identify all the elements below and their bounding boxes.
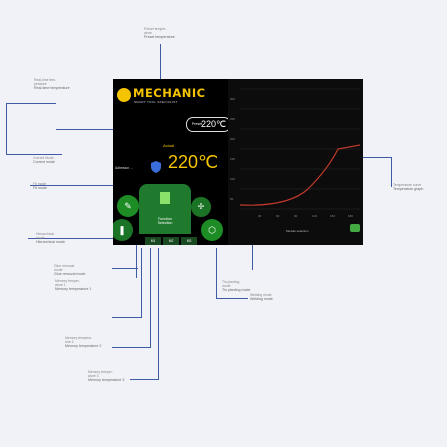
callout-title: Memory tempera- ture 2 xyxy=(65,336,92,344)
callout-subtitle: Memory temperature 2 xyxy=(65,343,102,348)
function-selection-icon xyxy=(160,192,170,204)
graph-hint: Module selection xyxy=(286,229,309,233)
callout-title: Hierarchical mode xyxy=(36,232,54,240)
actual-label: Actual xyxy=(163,143,175,148)
callout-subtitle: Welding mode xyxy=(250,296,273,301)
tin-planting-mode-button[interactable]: ⬡ xyxy=(201,219,223,241)
y-tick: 300 xyxy=(230,97,236,101)
callout-subtitle: Glue removal mode xyxy=(54,271,86,276)
callout-title: Preset temper- ature xyxy=(144,27,167,35)
callout-subtitle: Temperature graph xyxy=(393,186,424,191)
callout-title: Glue removal mode xyxy=(54,264,75,272)
callout-title: Current Mode xyxy=(33,156,54,160)
callout-title: Temperature curve xyxy=(393,183,422,187)
callout-title: Memory temper- ature 3 xyxy=(88,370,113,378)
callout-subtitle: Memory temperature 3 xyxy=(88,377,125,382)
temperature-curve-plot xyxy=(239,88,361,210)
brand-logo: MECHANIC SMART TOOL SPECIALIST xyxy=(117,85,227,109)
y-tick: 200 xyxy=(230,137,236,141)
temperature-graph: 300 250 200 150 100 50 30 60 90 120 150 … xyxy=(228,79,363,245)
mechanic-logo-icon xyxy=(117,88,131,102)
callout-title: Real-time tem- perature xyxy=(34,78,57,86)
x-tick: 90 xyxy=(294,214,298,218)
callout-title: Tin planting mode xyxy=(222,280,240,288)
function-selection-label: Function Selection xyxy=(157,217,173,226)
callout-subtitle: Current mode xyxy=(33,159,55,164)
preset-value: 220℃ xyxy=(201,119,227,129)
callout-subtitle: Fit mode xyxy=(33,185,47,190)
preset-label: Preset xyxy=(192,122,203,126)
callout-tin-planting-mode: Tin planting mode Tin planting mode xyxy=(222,280,251,293)
memory-button-m3[interactable]: M3 xyxy=(181,237,197,245)
callout-title: Memory temper- ature 1 xyxy=(55,279,80,287)
callout-memory-temperature-3: Memory temper- ature 3 Memory temperatur… xyxy=(88,370,125,383)
x-tick: 60 xyxy=(276,214,280,218)
actual-temperature-value: 220℃ xyxy=(168,152,219,172)
callout-glue-removal-mode: Glue removal mode Glue removal mode xyxy=(54,264,86,277)
brand-tagline: SMART TOOL SPECIALIST xyxy=(134,100,178,104)
x-tick: 150 xyxy=(330,214,336,218)
callout-welding-mode: Welding mode Welding mode xyxy=(250,293,273,302)
x-tick: 120 xyxy=(312,214,318,218)
callout-hierarchical-mode: Hierarchical mode Hierarchical mode xyxy=(36,232,65,245)
hierarchical-mode-button[interactable]: ❚ xyxy=(113,219,133,241)
device-screen: MECHANIC SMART TOOL SPECIALIST Preset 22… xyxy=(113,79,363,245)
y-tick: 50 xyxy=(230,197,234,201)
x-tick: 30 xyxy=(258,214,262,218)
function-selection-button[interactable]: Function Selection xyxy=(139,184,191,234)
mode-shield-icon xyxy=(151,160,161,173)
callout-temperature-curve: Temperature curve Temperature graph xyxy=(393,183,424,192)
callout-memory-temperature-2: Memory tempera- ture 2 Memory temperatur… xyxy=(65,336,102,349)
fit-mode-button[interactable]: ✎ xyxy=(117,195,139,217)
callout-realtime-temperature: Real-time tem- perature Real-time temper… xyxy=(34,78,70,91)
mode-hint: Adhesion ... xyxy=(115,166,133,170)
callout-current-mode: Current Mode Current mode xyxy=(33,156,55,165)
callout-title: Fit mode xyxy=(33,182,47,186)
memory-button-m2[interactable]: M2 xyxy=(163,237,179,245)
x-tick: 180 xyxy=(348,214,354,218)
callout-subtitle: Real-time temperature xyxy=(34,85,70,90)
callout-subtitle: Memory temperature 1 xyxy=(55,286,92,291)
callout-fit-mode: Fit mode Fit mode xyxy=(33,182,47,191)
y-tick: 250 xyxy=(230,117,236,121)
graph-toggle-button[interactable] xyxy=(350,224,360,232)
callout-title: Welding mode xyxy=(250,293,272,297)
callout-subtitle: Preset temperature xyxy=(144,34,175,39)
callout-subtitle: Tin planting mode xyxy=(222,287,251,292)
callout-subtitle: Hierarchical mode xyxy=(36,239,65,244)
callout-preset-temperature: Preset temper- ature Preset temperature xyxy=(144,27,175,40)
y-tick: 100 xyxy=(230,177,236,181)
memory-button-m1[interactable]: M1 xyxy=(145,237,161,245)
y-tick: 150 xyxy=(230,157,236,161)
welding-mode-button[interactable]: ✢ xyxy=(191,197,211,217)
preset-temperature-display[interactable]: Preset 220℃ xyxy=(186,117,231,132)
brand-name: MECHANIC xyxy=(133,86,206,100)
callout-memory-temperature-1: Memory temper- ature 1 Memory temperatur… xyxy=(55,279,92,292)
